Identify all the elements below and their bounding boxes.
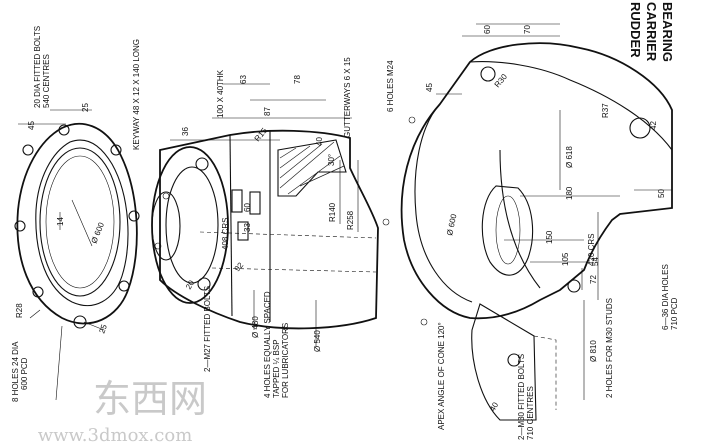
title-line-1: RUDDER [628, 2, 643, 58]
note-lubricators: FOR LUBRICATORS [281, 323, 290, 398]
dim-70: 70 [523, 25, 532, 34]
title-block: RUDDER CARRIER BEARING [628, 2, 675, 62]
dim-600b: Ø 600 [445, 213, 458, 237]
notes: 20 DIA FITTED BOLTS 540 CENTRES KEYWAY 4… [11, 26, 679, 440]
title-line-2: CARRIER [644, 2, 659, 62]
dim-20: 20 [184, 278, 197, 291]
note-710-centres: 710 CENTRES [526, 386, 535, 440]
dim-14: 14 [56, 217, 65, 226]
note-tapped-bsp: TAPPED ¼ BSP [272, 339, 281, 398]
dim-810: Ø 810 [589, 340, 598, 362]
dim-480: Ø 480 [251, 316, 260, 338]
dim-60b: 60 [483, 25, 492, 34]
dim-r140: R140 [328, 202, 337, 222]
note-apex-angle: APEX ANGLE OF CONE 120° [437, 322, 446, 430]
flange-ring-view [14, 109, 140, 401]
dim-r15: R15 [253, 126, 270, 143]
watermark-chinese: 东西网 [93, 377, 207, 421]
dim-r258: R258 [346, 210, 355, 230]
dim-540: Ø 540 [313, 330, 322, 352]
dim-54: 54 [591, 257, 600, 266]
dim-42: 42 [649, 121, 658, 130]
dim-92: 92 [233, 260, 246, 273]
dimensions: 45 25 14 R28 Ø 600 25 36 63 78 87 R15 40… [15, 25, 666, 413]
note-8-holes: 8 HOLES 24 DIA [11, 341, 20, 402]
dim-25a: 25 [81, 103, 90, 112]
dim-45a: 45 [27, 121, 36, 130]
dim-180: 180 [565, 186, 574, 200]
note-2-holes-m30: 2 HOLES FOR M30 STUDS [605, 298, 614, 398]
dim-36: 36 [181, 127, 190, 136]
note-6-holes-m24: 6 HOLES M24 [386, 60, 395, 112]
note-gutterways: GUTTERWAYS 6 X 15 [343, 57, 352, 138]
note-m27-bolts: 2—M27 FITTED BOLTS [203, 286, 212, 372]
dim-40b: 40 [488, 400, 501, 413]
dim-30: 30° [327, 154, 336, 166]
dim-r28: R28 [15, 303, 24, 318]
note-710-pcd: 710 PCD [670, 297, 679, 330]
note-keyway: KEYWAY 48 X 12 X 140 LONG [132, 39, 141, 150]
dim-72: 72 [589, 275, 598, 284]
note-420-crs: 420 CRS [587, 234, 596, 266]
dim-25b: 25 [97, 323, 109, 335]
dim-78: 78 [293, 75, 302, 84]
dim-40: 40 [315, 137, 324, 146]
carrier-body-view [151, 83, 379, 346]
dim-618: Ø 618 [565, 146, 574, 168]
note-m30-bolts: 2—M30 FITTED BOLTS [517, 354, 526, 440]
dim-150: 150 [545, 230, 554, 244]
dim-r37: R37 [601, 103, 610, 118]
note-36-dia-holes: 6—36 DIA HOLES [661, 264, 670, 330]
note-540-centres: 540 CENTRES [42, 54, 51, 108]
dim-33: 33 [243, 223, 252, 232]
title-line-3: BEARING [660, 2, 675, 62]
note-fitted-bolts-top: 20 DIA FITTED BOLTS [33, 26, 42, 108]
dim-105: 105 [561, 252, 570, 266]
cone-body-view [382, 23, 673, 421]
dim-87: 87 [263, 107, 272, 116]
dim-63: 63 [239, 75, 248, 84]
note-408-crs: 408 CRS [221, 218, 230, 250]
dim-60: 60 [243, 203, 252, 212]
dim-50: 50 [657, 189, 666, 198]
dim-45b: 45 [425, 83, 434, 92]
watermark: 东西网 www.3dmox.com [38, 377, 207, 446]
section-hatch [279, 141, 345, 195]
dim-600a: Ø 600 [90, 221, 107, 245]
note-100x40: 100 X 40THK [216, 69, 225, 118]
watermark-url: www.3dmox.com [38, 425, 193, 446]
note-4-holes: 4 HOLES EQUALLY SPACED [263, 291, 272, 398]
note-600-pcd: 600 PCD [20, 357, 29, 390]
